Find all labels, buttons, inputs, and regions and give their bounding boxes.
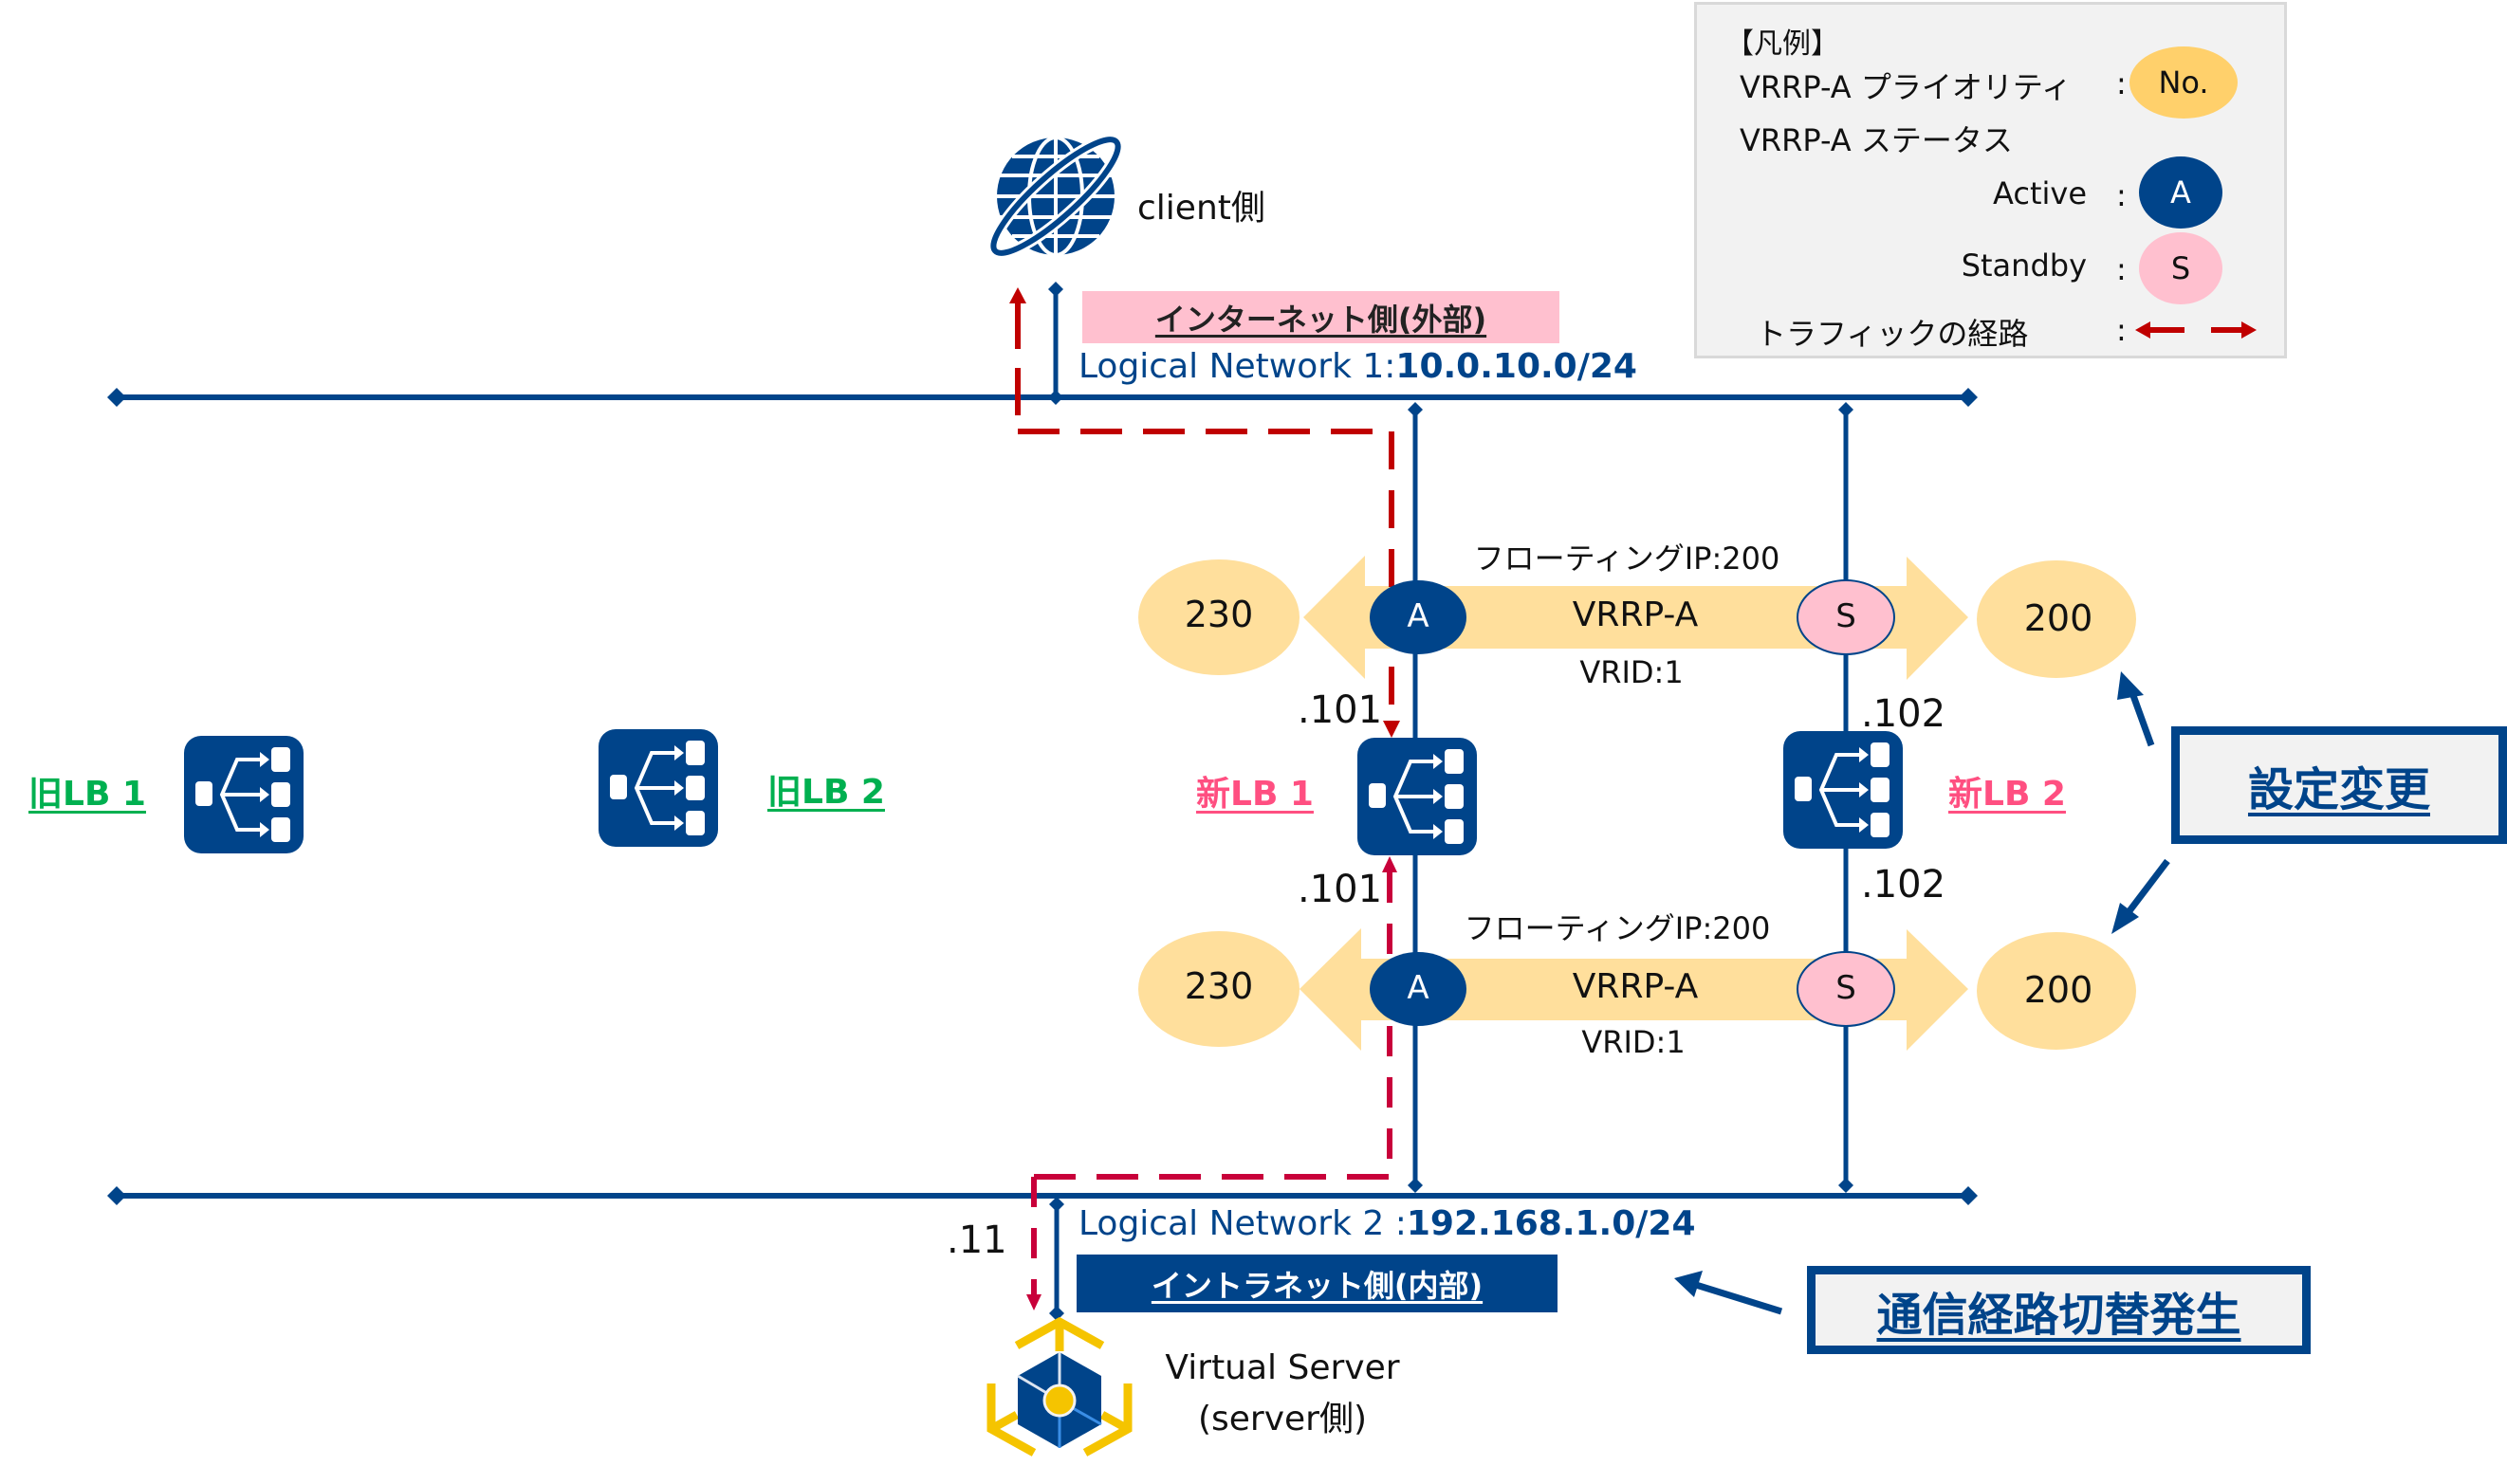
- vrrp-upper-lb1-status: A: [1407, 597, 1429, 635]
- server-ip: .11: [947, 1218, 1007, 1262]
- server-label-line1: Virtual Server: [1165, 1348, 1400, 1387]
- vrrp-upper-name: VRRP-A: [1572, 595, 1699, 634]
- legend-colon: :: [2116, 251, 2127, 287]
- vrrp-lower-standby-circle: [1797, 951, 1895, 1027]
- network1-subnet: 10.0.10.0/24: [1395, 347, 1637, 386]
- network2-label: Logical Network 2 :192.168.1.0/24: [1078, 1204, 1696, 1243]
- network1-prefix: Logical Network 1:: [1078, 347, 1396, 386]
- vrrp-lower-active-circle: [1370, 952, 1466, 1026]
- vrrp-lower-lb1-status: A: [1407, 969, 1429, 1007]
- vrrp-lower-band: [1300, 928, 1968, 1051]
- network2-prefix: Logical Network 2 :: [1078, 1204, 1407, 1243]
- vrrp-lower-lb1-priority: 230: [1184, 965, 1254, 1007]
- old-lb2-icon: [597, 727, 720, 849]
- logical-network-1-line: [107, 388, 1978, 407]
- legend-status-label: VRRP-A ステータス: [1740, 122, 2013, 158]
- new-lb2-icon: [1781, 729, 1905, 851]
- new-lb1-lower-ip: .101: [1298, 868, 1383, 911]
- vrrp-upper-vrid: VRID:1: [1579, 654, 1684, 690]
- server-label-line2: (server側): [1197, 1400, 1368, 1438]
- old-lb1-icon: [182, 734, 305, 855]
- legend-colon: :: [2116, 312, 2127, 348]
- intranet-side-label: イントラネット側(内部): [1077, 1255, 1558, 1312]
- traffic-path-lower: [1026, 856, 1397, 1310]
- old-lb2-label: 旧LB 2: [767, 773, 885, 812]
- route-switch-callout: 通信経路切替発生: [1807, 1266, 2311, 1354]
- internet-side-label: インターネット側(外部): [1082, 291, 1559, 343]
- route-switch-text: 通信経路切替発生: [1876, 1288, 2241, 1342]
- globe-icon: [987, 134, 1124, 259]
- vrrp-upper-floating-ip: フローティングIP:200: [1473, 540, 1780, 577]
- new-lb2-upper-ip: .102: [1861, 692, 1946, 736]
- vrrp-upper-lb1-priority: 230: [1184, 594, 1254, 635]
- legend-priority-label: VRRP-A プライオリティ: [1740, 69, 2072, 105]
- intranet-side-text: イントラネット側(内部): [1151, 1267, 1484, 1304]
- logical-network-2-line: [107, 1186, 1978, 1205]
- new-lb1-icon: [1355, 736, 1479, 857]
- server-link: [1049, 1197, 1064, 1321]
- traffic-path-upper: [1009, 287, 1400, 738]
- vrrp-lower-lb2-status: S: [1835, 969, 1856, 1007]
- network2-subnet: 192.168.1.0/24: [1406, 1204, 1696, 1243]
- client-link: [1048, 282, 1063, 405]
- route-switch-arrow: [1674, 1271, 1783, 1315]
- vrrp-lower-lb2-priority: 200: [2023, 969, 2093, 1011]
- legend-standby-label: Standby: [1961, 247, 2087, 284]
- old-lb1-label: 旧LB 1: [28, 775, 146, 814]
- vrrp-lower-lb1-priority-bubble: [1138, 931, 1300, 1047]
- network1-label: Logical Network 1:10.0.10.0/24: [1078, 347, 1637, 386]
- vrrp-lower-lb2-priority-bubble: [1977, 932, 2136, 1050]
- vrrp-upper-active-circle: [1370, 580, 1466, 654]
- legend: 【凡例】 VRRP-A プライオリティ : No. VRRP-A ステータス A…: [1694, 2, 2287, 358]
- new-lb2-label: 新LB 2: [1948, 775, 2066, 814]
- internet-side-text: インターネット側(外部): [1154, 301, 1487, 338]
- legend-title: 【凡例】: [1725, 27, 1839, 61]
- new-lb1-label: 新LB 1: [1196, 775, 1314, 814]
- client-label: client側: [1137, 189, 1265, 228]
- vrrp-lower-name: VRRP-A: [1572, 967, 1699, 1006]
- legend-active-label: Active: [1993, 175, 2087, 211]
- legend-traffic-arrow-icon: [2135, 321, 2257, 339]
- legend-colon: :: [2116, 177, 2127, 213]
- legend-priority-badge: No.: [2129, 46, 2238, 119]
- config-change-arrows: [2111, 671, 2170, 934]
- vrrp-upper-lb2-priority-bubble: [1977, 560, 2136, 678]
- vrrp-upper-standby-circle: [1797, 579, 1895, 655]
- vrrp-lower-vrid: VRID:1: [1581, 1024, 1686, 1060]
- legend-traffic-label: トラフィックの経路: [1756, 316, 2029, 352]
- new-lb1-upper-ip: .101: [1298, 688, 1383, 732]
- legend-standby-badge: S: [2139, 232, 2222, 304]
- vrrp-upper-lb2-status: S: [1835, 597, 1856, 635]
- new-lb2-lower-ip: .102: [1861, 863, 1946, 907]
- vrrp-upper-band: [1303, 556, 1968, 680]
- vrrp-upper-lb2-priority: 200: [2023, 597, 2093, 639]
- config-change-text: 設定変更: [2247, 763, 2430, 816]
- config-change-callout: 設定変更: [2171, 726, 2507, 844]
- legend-active-badge: A: [2139, 156, 2222, 229]
- vrrp-lower-floating-ip: フローティングIP:200: [1464, 910, 1771, 946]
- vrrp-upper-lb1-priority-bubble: [1138, 559, 1300, 675]
- legend-colon: :: [2116, 65, 2127, 101]
- virtual-server-icon: [986, 1316, 1133, 1457]
